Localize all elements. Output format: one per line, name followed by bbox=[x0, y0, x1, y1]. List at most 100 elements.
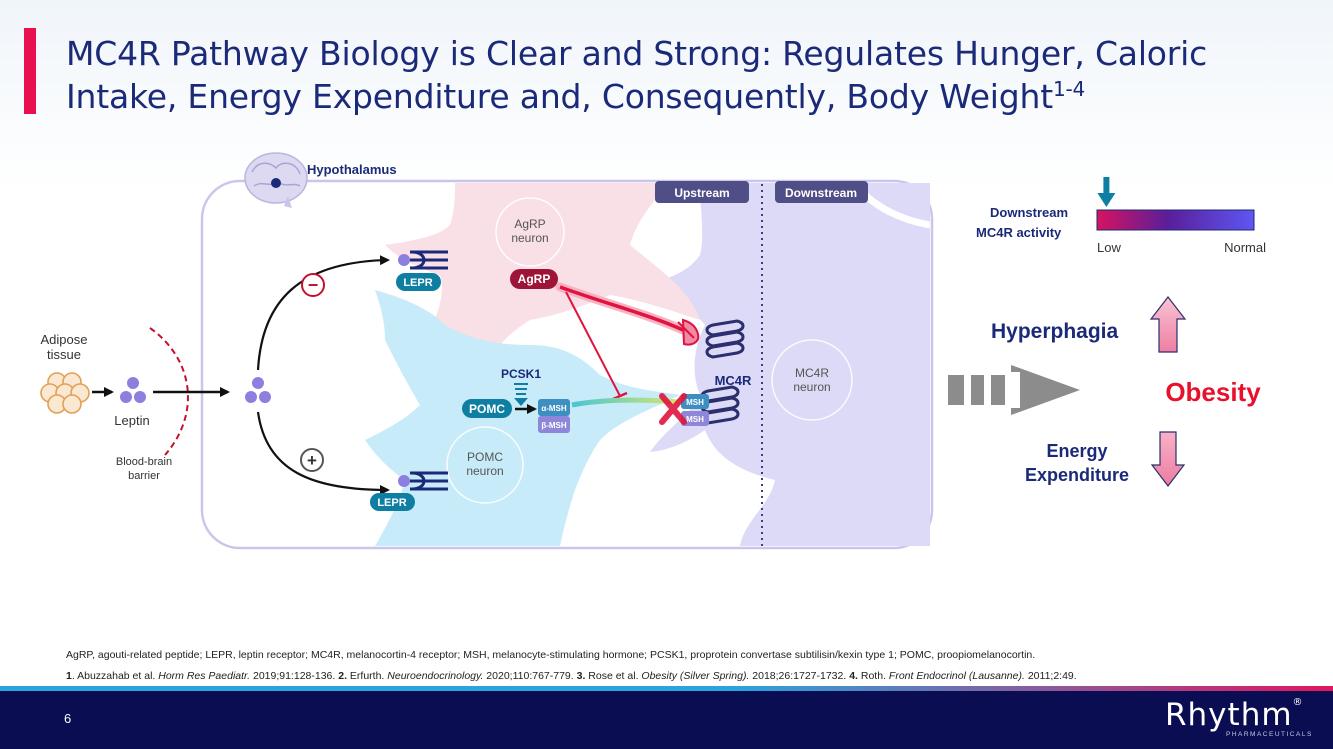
pomc-neuron-label-line1: POMC bbox=[467, 450, 503, 464]
inhibition-sign: − bbox=[308, 275, 319, 295]
mc4r-neuron-label-line2: neuron bbox=[793, 380, 830, 394]
logo-registered-mark: ® bbox=[1292, 697, 1304, 708]
footer-color-stripe bbox=[0, 686, 1333, 691]
page-number: 6 bbox=[64, 711, 72, 726]
mc4r-neuron-nucleus bbox=[771, 339, 853, 421]
bbb-label-line1: Blood-brain bbox=[116, 456, 172, 468]
mc4r-pathway-diagram: Upstream Downstream Hypothalamus Adipose… bbox=[40, 152, 1266, 550]
mc4r-neuron-label-line1: MC4R bbox=[795, 366, 829, 380]
adipose-cells-icon bbox=[40, 372, 90, 414]
activity-indicator-arrow-icon bbox=[1097, 177, 1116, 207]
hyperphagia-up-arrow-icon bbox=[1149, 296, 1187, 353]
mc4r-neuron-shape bbox=[640, 183, 930, 546]
lepr-receptor-top-icon bbox=[398, 250, 448, 270]
leptin-molecule-icon bbox=[120, 377, 146, 403]
ref-2-number: 2. bbox=[338, 670, 347, 682]
references-footnote: 1. Abuzzahab et al. Horm Res Paediatr. 2… bbox=[66, 666, 1306, 687]
ref-3-detail: 2018;26:1727-1732. bbox=[749, 670, 850, 682]
agrp-neuron-nucleus bbox=[495, 197, 565, 267]
activity-scale-label-line1: Downstream bbox=[990, 205, 1068, 220]
activity-scale-low: Low bbox=[1097, 240, 1121, 255]
ref-4-author: Roth. bbox=[857, 670, 889, 682]
consequence-arrow-icon bbox=[948, 365, 1080, 415]
energy-expenditure-label-line2: Expenditure bbox=[1025, 465, 1129, 485]
ref-1-detail: 2019;91:128-136. bbox=[250, 670, 339, 682]
footnotes: AgRP, agouti-related peptide; LEPR, lept… bbox=[66, 645, 1306, 687]
brain-icon bbox=[244, 152, 308, 208]
adipose-label-line2: tissue bbox=[47, 347, 81, 362]
msh-bound-block-1 bbox=[681, 394, 709, 409]
activation-sign: + bbox=[307, 451, 317, 470]
slide-title: MC4R Pathway Biology is Clear and Strong… bbox=[66, 32, 1316, 118]
downstream-label: Downstream bbox=[785, 186, 857, 200]
beta-msh-label: β-MSH bbox=[541, 421, 567, 430]
footer-bar: 6 Rhythm® PHARMACEUTICALS bbox=[0, 691, 1333, 749]
logo-subtitle: PHARMACEUTICALS bbox=[1226, 731, 1313, 738]
lepr-receptor-bottom-icon bbox=[398, 471, 448, 491]
title-text: MC4R Pathway Biology is Clear and Strong… bbox=[66, 34, 1208, 116]
mc4r-receptor-upper-icon bbox=[705, 319, 745, 359]
adipose-label-line1: Adipose bbox=[41, 332, 88, 347]
activation-sign-icon bbox=[300, 448, 324, 472]
hypothalamus-label: Hypothalamus bbox=[307, 162, 397, 177]
ref-3-journal: Obesity (Silver Spring). bbox=[641, 670, 750, 682]
ref-4-journal: Front Endocrinol (Lausanne). bbox=[888, 670, 1025, 682]
agrp-neuron-label-line2: neuron bbox=[511, 231, 548, 245]
downstream-tab bbox=[775, 181, 868, 203]
logo-text: Rhythm bbox=[1165, 697, 1293, 733]
energy-expenditure-label-line1: Energy bbox=[1046, 441, 1107, 461]
agrp-binding-head-icon bbox=[677, 318, 700, 346]
activity-scale-normal: Normal bbox=[1224, 240, 1266, 255]
agrp-neuron-label-line1: AgRP bbox=[514, 217, 545, 231]
blood-brain-barrier-line bbox=[149, 327, 189, 456]
pomc-neuron-label-line2: neuron bbox=[466, 464, 503, 478]
abbreviations-footnote: AgRP, agouti-related peptide; LEPR, lept… bbox=[66, 649, 1036, 661]
alpha-msh-block bbox=[538, 399, 570, 416]
agrp-inhibition-line bbox=[565, 291, 621, 397]
bbb-label-line2: barrier bbox=[128, 470, 160, 482]
hyperphagia-label: Hyperphagia bbox=[991, 320, 1119, 343]
ref-2-detail: 2020;110:767-779. bbox=[483, 670, 577, 682]
inhibition-sign-icon bbox=[301, 273, 325, 297]
lepr-label-bottom: LEPR bbox=[377, 497, 406, 509]
msh-bound-label-1: MSH bbox=[686, 398, 704, 407]
pomc-neuron-nucleus bbox=[446, 426, 524, 504]
upstream-label: Upstream bbox=[674, 186, 729, 200]
lepr-pill-bottom bbox=[370, 493, 415, 511]
msh-bound-label-2: MSH bbox=[686, 415, 704, 424]
upstream-tab bbox=[655, 181, 749, 203]
alpha-msh-label: α-MSH bbox=[541, 404, 567, 413]
blocked-x-icon bbox=[659, 393, 687, 425]
activity-scale-bar bbox=[1096, 209, 1255, 231]
leptin-to-pomc-lepr-arrow bbox=[256, 411, 390, 495]
lepr-pill-top bbox=[396, 273, 441, 291]
leptin-molecule-brain-icon bbox=[245, 377, 271, 403]
msh-bound-block-2 bbox=[681, 411, 709, 426]
beta-msh-block bbox=[538, 416, 570, 433]
ref-2-journal: Neuroendocrinology. bbox=[387, 670, 484, 682]
ref-3-author: Rose et al. bbox=[585, 670, 642, 682]
ref-1-number: 1 bbox=[66, 670, 72, 682]
agrp-pill-label: AgRP bbox=[518, 272, 551, 286]
title-reference-superscript: 1-4 bbox=[1052, 77, 1086, 101]
leptin-label: Leptin bbox=[114, 413, 149, 428]
pcsk1-label: PCSK1 bbox=[501, 367, 541, 381]
pomc-pill bbox=[462, 399, 512, 418]
pomc-pill-label: POMC bbox=[469, 402, 505, 416]
ref-1-author: . Abuzzahab et al. bbox=[71, 670, 159, 682]
energy-expenditure-down-arrow-icon bbox=[1150, 431, 1186, 487]
ref-4-detail: 2011;2:49. bbox=[1024, 670, 1077, 682]
ref-1-journal: Horm Res Paediatr. bbox=[158, 670, 251, 682]
mc4r-label: MC4R bbox=[715, 373, 752, 388]
obesity-label: Obesity bbox=[1165, 377, 1261, 407]
title-accent-bar bbox=[24, 28, 36, 114]
ref-3-number: 3. bbox=[576, 670, 586, 682]
ref-2-author: Erfurth. bbox=[347, 670, 388, 682]
activity-scale-label-line2: MC4R activity bbox=[976, 225, 1062, 240]
agrp-pill bbox=[510, 269, 558, 289]
pcsk1-arrow-icon bbox=[514, 383, 528, 406]
lepr-label-top: LEPR bbox=[403, 277, 432, 289]
ref-4-number: 4. bbox=[849, 670, 858, 682]
rhythm-logo: Rhythm® bbox=[1165, 697, 1304, 733]
agrp-antagonism-arrow bbox=[559, 285, 684, 332]
